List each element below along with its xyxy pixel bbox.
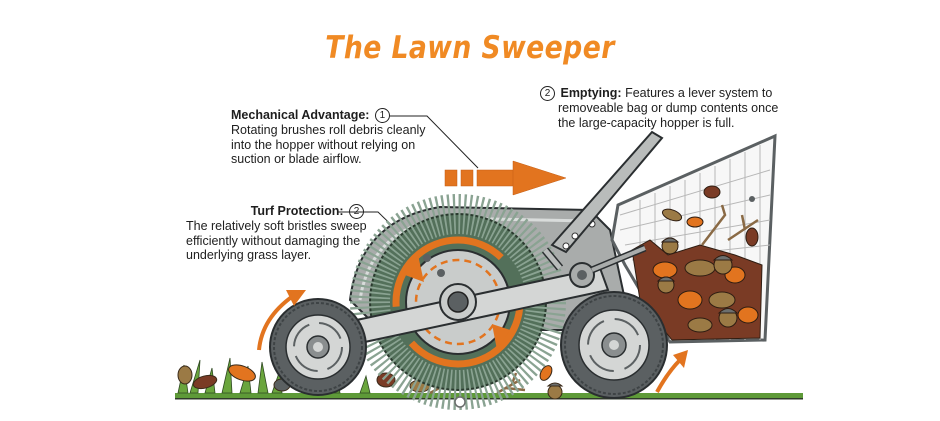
- front-wheel-icon: [269, 298, 367, 396]
- callout-turf-protection: Turf Protection: 2 The relatively soft b…: [186, 204, 386, 263]
- callout-line: Rotating brushes roll debris cleanly: [231, 123, 426, 138]
- mesh-hopper-icon: [590, 133, 777, 344]
- arrowhead-icon: [286, 290, 306, 306]
- callout-emptying: 2 Emptying: Features a lever system to r…: [538, 86, 788, 130]
- callout-line: the large-capacity hopper is full.: [558, 115, 735, 130]
- callout-number-badge: 2: [540, 86, 555, 102]
- callout-line: underlying grass layer.: [186, 248, 312, 263]
- callout-line: suction or blade airflow.: [231, 152, 362, 167]
- callout-heading: Mechanical Advantage:: [231, 108, 370, 122]
- rear-wheel-icon: [560, 291, 668, 399]
- callout-number-badge: 1: [374, 108, 390, 124]
- callout-heading: Turf Protection:: [250, 204, 344, 218]
- ground-marker-icon: [454, 396, 466, 408]
- callout-line: into the hopper without relying on: [231, 137, 416, 152]
- page-title: The Lawn Sweeper: [325, 30, 615, 66]
- direction-arrow-icon: [444, 160, 567, 196]
- rotation-arrow-icon: [257, 294, 682, 393]
- callout-line: removeable bag or dump contents once: [558, 101, 779, 116]
- push-handle-icon: [541, 130, 664, 271]
- callout-heading: Emptying:: [560, 86, 622, 100]
- callout-line: Features a lever system to: [625, 86, 773, 100]
- arrowhead-icon: [673, 350, 688, 368]
- callout-line: efficiently without damaging the: [186, 233, 361, 248]
- callout-line: The relatively soft bristles sweep: [186, 219, 367, 234]
- callout-mechanical-advantage: Mechanical Advantage: 1 Rotating brushes…: [231, 108, 461, 167]
